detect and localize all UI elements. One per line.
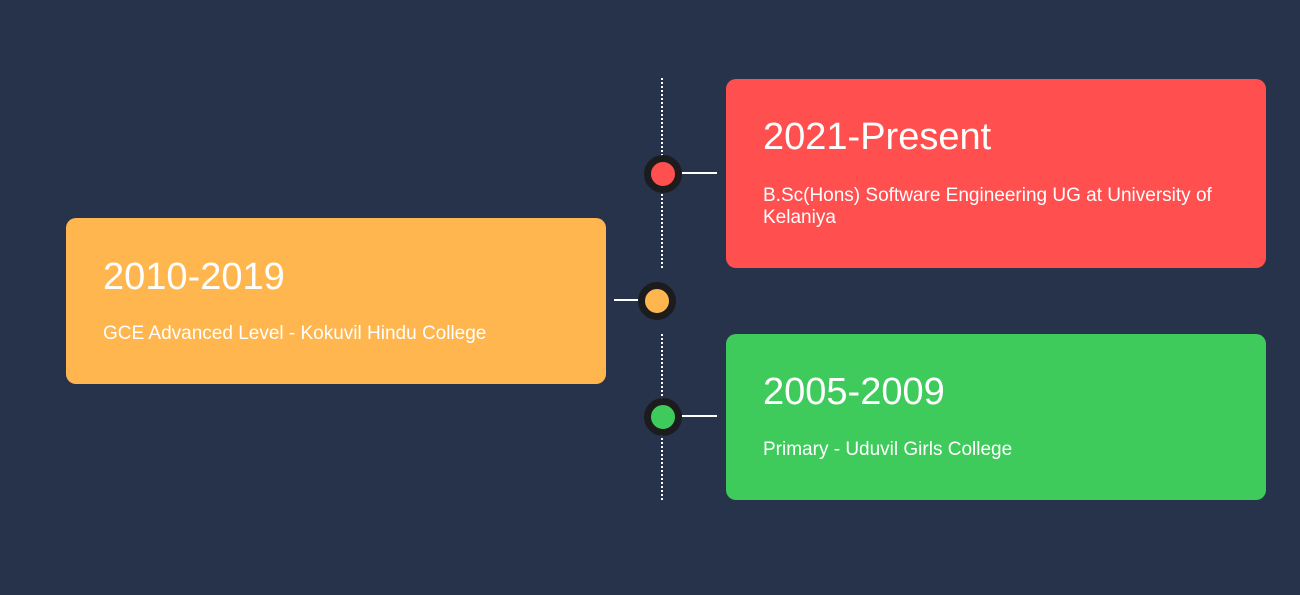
timeline-card-2021-present: 2021-Present B.Sc(Hons) Software Enginee… (726, 79, 1266, 268)
timeline-card-2010-2019: 2010-2019 GCE Advanced Level - Kokuvil H… (66, 218, 606, 384)
timeline-gap (655, 268, 669, 284)
timeline-dot (638, 282, 676, 320)
timeline-card-description: GCE Advanced Level - Kokuvil Hindu Colle… (103, 323, 487, 344)
timeline-card-title: 2010-2019 (103, 256, 285, 298)
timeline-card-title: 2005-2009 (763, 371, 945, 413)
timeline-card-description: Primary - Uduvil Girls College (763, 439, 1013, 460)
timeline-connector (682, 415, 717, 417)
timeline-card-title: 2021-Present (763, 116, 992, 158)
timeline-dot (644, 155, 682, 193)
timeline-gap (655, 316, 669, 334)
timeline-dot (644, 398, 682, 436)
timeline-card-2005-2009: 2005-2009 Primary - Uduvil Girls College (726, 334, 1266, 500)
timeline-connector (682, 172, 717, 174)
timeline-card-description: B.Sc(Hons) Software Engineering UG at Un… (763, 185, 1212, 228)
timeline-connector (614, 299, 639, 301)
